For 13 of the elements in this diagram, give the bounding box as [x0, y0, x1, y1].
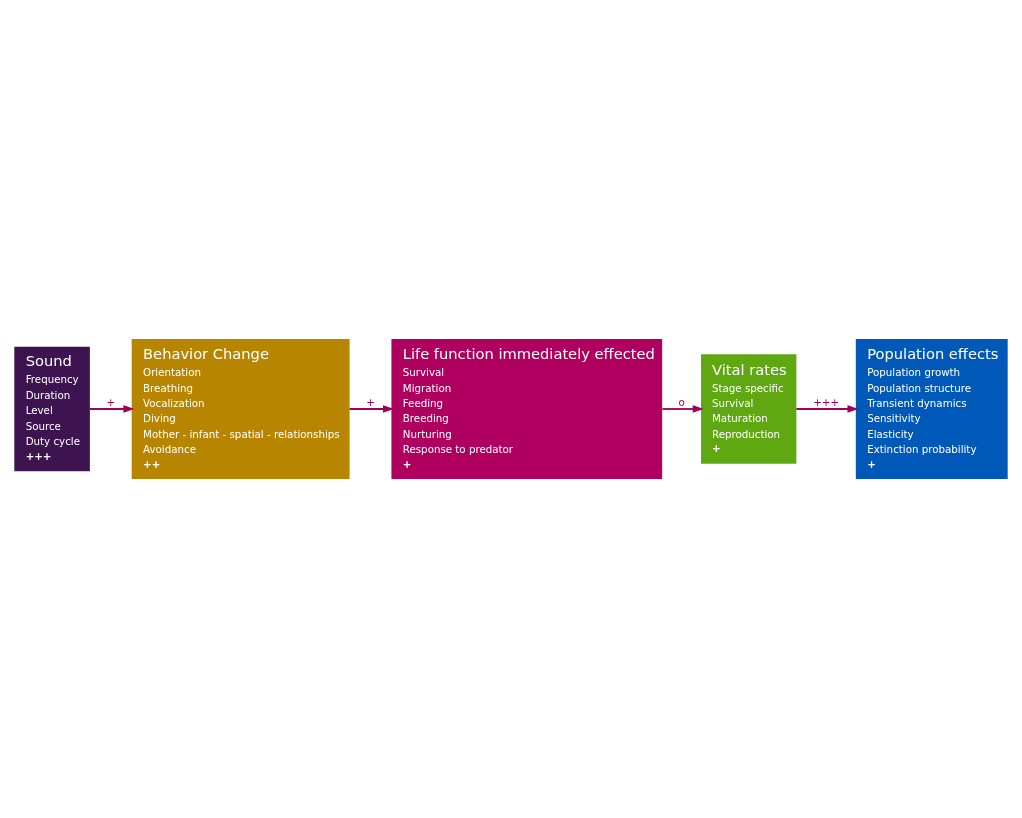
- edge-label: +++: [813, 396, 840, 409]
- edge-label: +: [106, 396, 116, 409]
- node-box: Sound Frequency Duration Level Source Duty cycle +++: [14, 346, 90, 472]
- arrow: [661, 405, 704, 413]
- node-box: Behavior Change Orientation Breathing Vocalization Diving Mother - infant - spatial - relationships Avoidance ++: [131, 338, 350, 480]
- node-box: Vital rates Stage specific Survival Maturation Reproduction +: [701, 354, 797, 464]
- arrow: [795, 405, 859, 413]
- node-box: Life function immediately effected Survival Migration Feeding Breeding Nurturing Response to predator +: [391, 338, 663, 480]
- arrow: [348, 405, 394, 413]
- edge-label: +: [366, 396, 375, 409]
- edge-label: o: [678, 396, 685, 409]
- node-box: Population effects Population growth Population structure Transient dynamics Sensitivity Elasticity Extinction probability +: [855, 338, 1008, 480]
- arrow: [89, 405, 135, 413]
